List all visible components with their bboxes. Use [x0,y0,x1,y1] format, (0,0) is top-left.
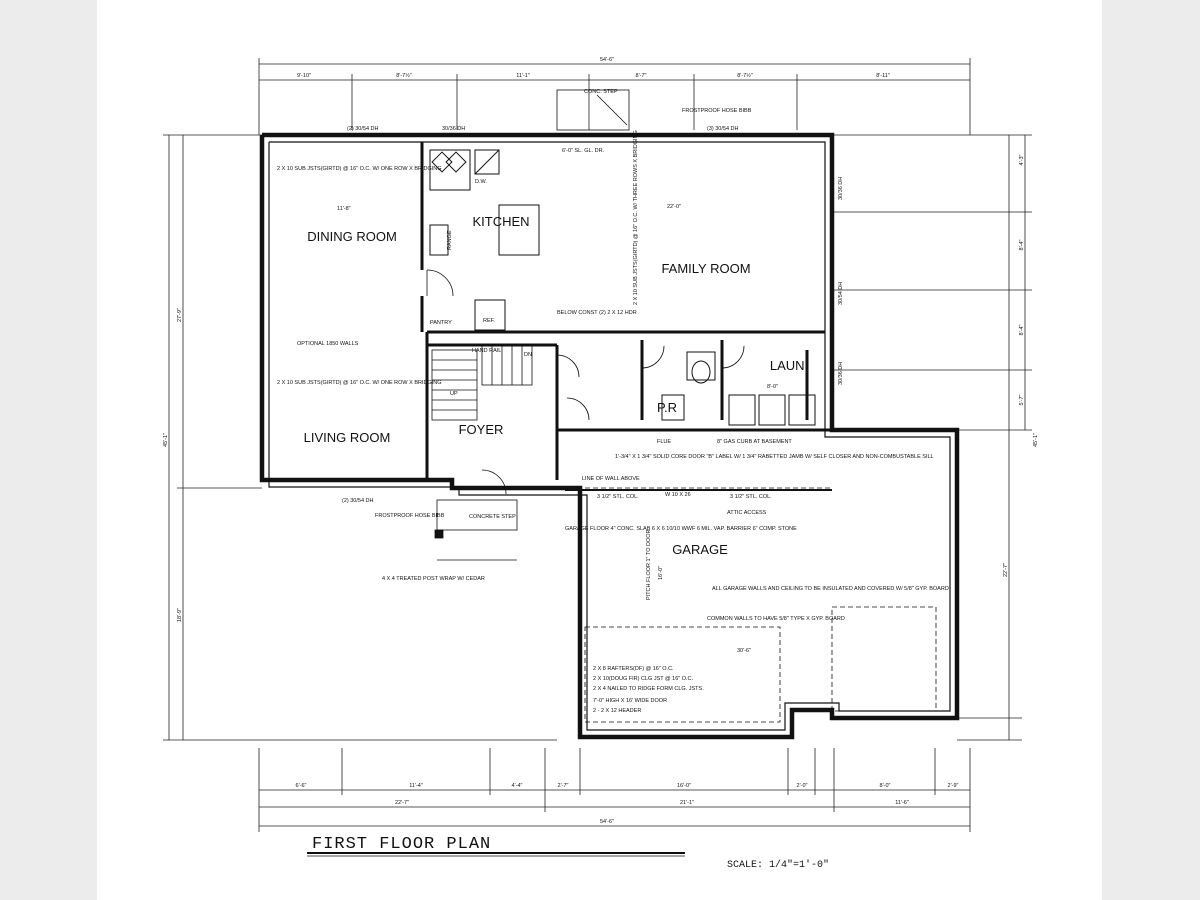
stairs [431,344,533,421]
stl-col-note-right: 3 1/2" STL. COL. [730,494,772,500]
bottom-dim-4: 2'-7" [558,783,569,789]
top-dim-4: 8'-7" [636,73,647,79]
bottom-dim-row2-1: 22'-7" [395,800,409,806]
powder-room-label: P.R [657,400,677,415]
kitchen-fixtures [429,149,540,331]
top-dim-5: 8'-7½" [737,72,753,79]
garage-details [584,487,937,723]
family-joist-note: 2 X 10 SUB JSTS(GIRTD) @ 16" O.C. W/ THR… [633,130,639,305]
garage-depth-dim: 16'-0" [658,566,664,580]
bottom-dim-3: 4'-4" [512,783,523,789]
flue-note: FLUE [657,439,671,445]
post-note: 4 X 4 TREATED POST WRAP W/ CEDAR [382,576,485,582]
left-dim-2: 18'-9" [177,608,183,622]
dining-width-dim: 11'-8" [337,206,351,212]
laundry-width-dim: 8'-0" [767,384,778,390]
living-window-note: (2) 30/54 DH [342,498,374,504]
top-dimensions [258,58,971,135]
top-dim-3: 11'-1" [516,73,530,79]
floor-plan-drawing: 54'-6" 9'-10" 8'-7½" 11'-1" 8'-7" 8'-7½"… [163,57,1039,871]
concrete-step-note: CONCRETE STEP [469,514,516,520]
sliding-door-note: 6'-0" SL. GL. DR. [562,148,605,154]
overall-width-bottom: 54'-6" [600,819,614,825]
garage-walls-note: ALL GARAGE WALLS AND CEILING TO BE INSUL… [712,586,949,592]
header-note: 2 - 2 X 12 HEADER [593,708,641,714]
garage-floor-note: GARAGE FLOOR 4" CONC. SLAB 6 X 6 10/10 W… [565,526,797,532]
garage-width-dim: 30'-6" [737,648,751,654]
pitch-note: PITCH FLOOR 1" TO DOOR [646,529,652,600]
plan-scale: SCALE: 1/4"=1'-0" [727,859,829,871]
garage-label: GARAGE [672,542,728,557]
family-window-note: (3) 30/54 DH [707,126,739,132]
bottom-dim-row2-2: 21'-1" [680,800,694,806]
right-dim-1: 4'-3" [1019,154,1025,165]
drawing-sheet: 54'-6" 9'-10" 8'-7½" 11'-1" 8'-7" 8'-7½"… [97,0,1102,900]
left-dim-1: 27'-9" [177,308,183,322]
stair-dn-note: DN [524,352,532,358]
beam-note: W 10 X 26 [665,492,691,498]
kitchen-label: KITCHEN [472,214,529,229]
living-room-label: LIVING ROOM [304,430,391,445]
bottom-dim-2: 11'-4" [409,783,423,789]
stair-up-note: UP [450,391,458,397]
dining-window-note: (2) 30/54 DH [347,126,379,132]
bottom-dim-8: 2'-9" [948,783,959,789]
family-width-dim: 22'-0" [667,204,681,210]
overall-width-top: 54'-6" [600,57,614,63]
top-dim-6: 8'-11" [876,73,890,79]
family-right-window-note: 30/36 DH [838,177,844,200]
ceiling-joist-note: 2 X 10(DOUG FIR) CLG JST @ 16" O.C. [593,676,694,682]
stl-col-note-left: 3 1/2" STL. COL. [597,494,639,500]
plan-title: FIRST FLOOR PLAN [312,835,491,854]
left-dim-total: 45'-1" [163,433,169,447]
conc-step-top-note: CONC. STEP [584,89,618,95]
interior-walls [420,142,832,480]
door-swings [426,269,745,495]
top-dim-1: 9'-10" [297,73,311,79]
optional-walls-note: OPTIONAL 1850 WALLS [297,341,359,347]
frostproof-bottom-note: FROSTPROOF HOSE BIBB [375,513,445,519]
living-joist-note: 2 X 10 SUB JSTS(GIRTD) @ 16" O.C. W/ ONE… [277,380,442,386]
gas-curb-note: 8" GAS CURB AT BASEMENT [717,439,792,445]
overhead-door-note: 7'-0" HIGH X 16' WIDE DOOR [593,698,667,704]
dishwasher-label: D.W. [475,179,487,185]
line-of-wall-note: LINE OF WALL ABOVE [582,476,640,482]
below-const-note: BELOW CONST (2) 2 X 12 HDR [557,310,637,316]
dining-joist-note: 2 X 10 SUB JSTS(GIRTD) @ 16" O.C. W/ ONE… [277,166,442,172]
right-dim-4: 5'-7" [1019,394,1025,405]
range-label: RANGE [447,230,453,250]
garage-door-note: 1'-3/4" X 1 3/4" SOLID CORE DOOR "B" LAB… [615,454,934,460]
exterior-walls [259,132,960,740]
bottom-dim-7: 8'-0" [880,783,891,789]
left-dimensions [163,134,557,741]
bath-laundry-fixtures [661,351,816,426]
right-dim-5: 22'-7" [1003,563,1009,577]
right-dim-2: 8'-4" [1019,239,1025,250]
bottom-dimensions [258,748,971,832]
frostproof-top-note: FROSTPROOF HOSE BIBB [682,108,752,114]
nailed-note: 2 X 4 NAILED TO RIDGE FORM CLG. JSTS. [593,686,704,692]
bottom-dim-6: 2'-0" [797,783,808,789]
top-dim-2: 8'-7½" [396,72,412,79]
refrigerator-label: REF. [483,318,495,324]
rafter-note: 2 X 8 RAFTERS(DF) @ 16" O.C. [593,666,674,672]
laundry-label: LAUN. [770,358,808,373]
family-room-label: FAMILY ROOM [661,261,750,276]
attic-access-note: ATTIC ACCESS [727,510,767,516]
laundry-window-note: 30/36 DH [838,362,844,385]
porch [434,89,630,561]
handrail-note: HAND RAIL [472,348,501,354]
common-walls-note: COMMON WALLS TO HAVE 5/8" TYPE X GYP. BO… [707,616,845,622]
bottom-dim-1: 6'-6" [296,783,307,789]
kitchen-window-note: 30/36 DH [442,126,465,132]
right-dim-3: 8'-4" [1019,324,1025,335]
dining-room-label: DINING ROOM [307,229,397,244]
bottom-dim-row2-3: 11'-6" [895,800,909,806]
right-dim-total: 45'-1" [1033,433,1039,447]
family-right-window-note-2: 30/54 DH [838,282,844,305]
pantry-label: PANTRY [430,320,452,326]
bottom-dim-5: 16'-0" [677,783,691,789]
foyer-label: FOYER [459,422,504,437]
